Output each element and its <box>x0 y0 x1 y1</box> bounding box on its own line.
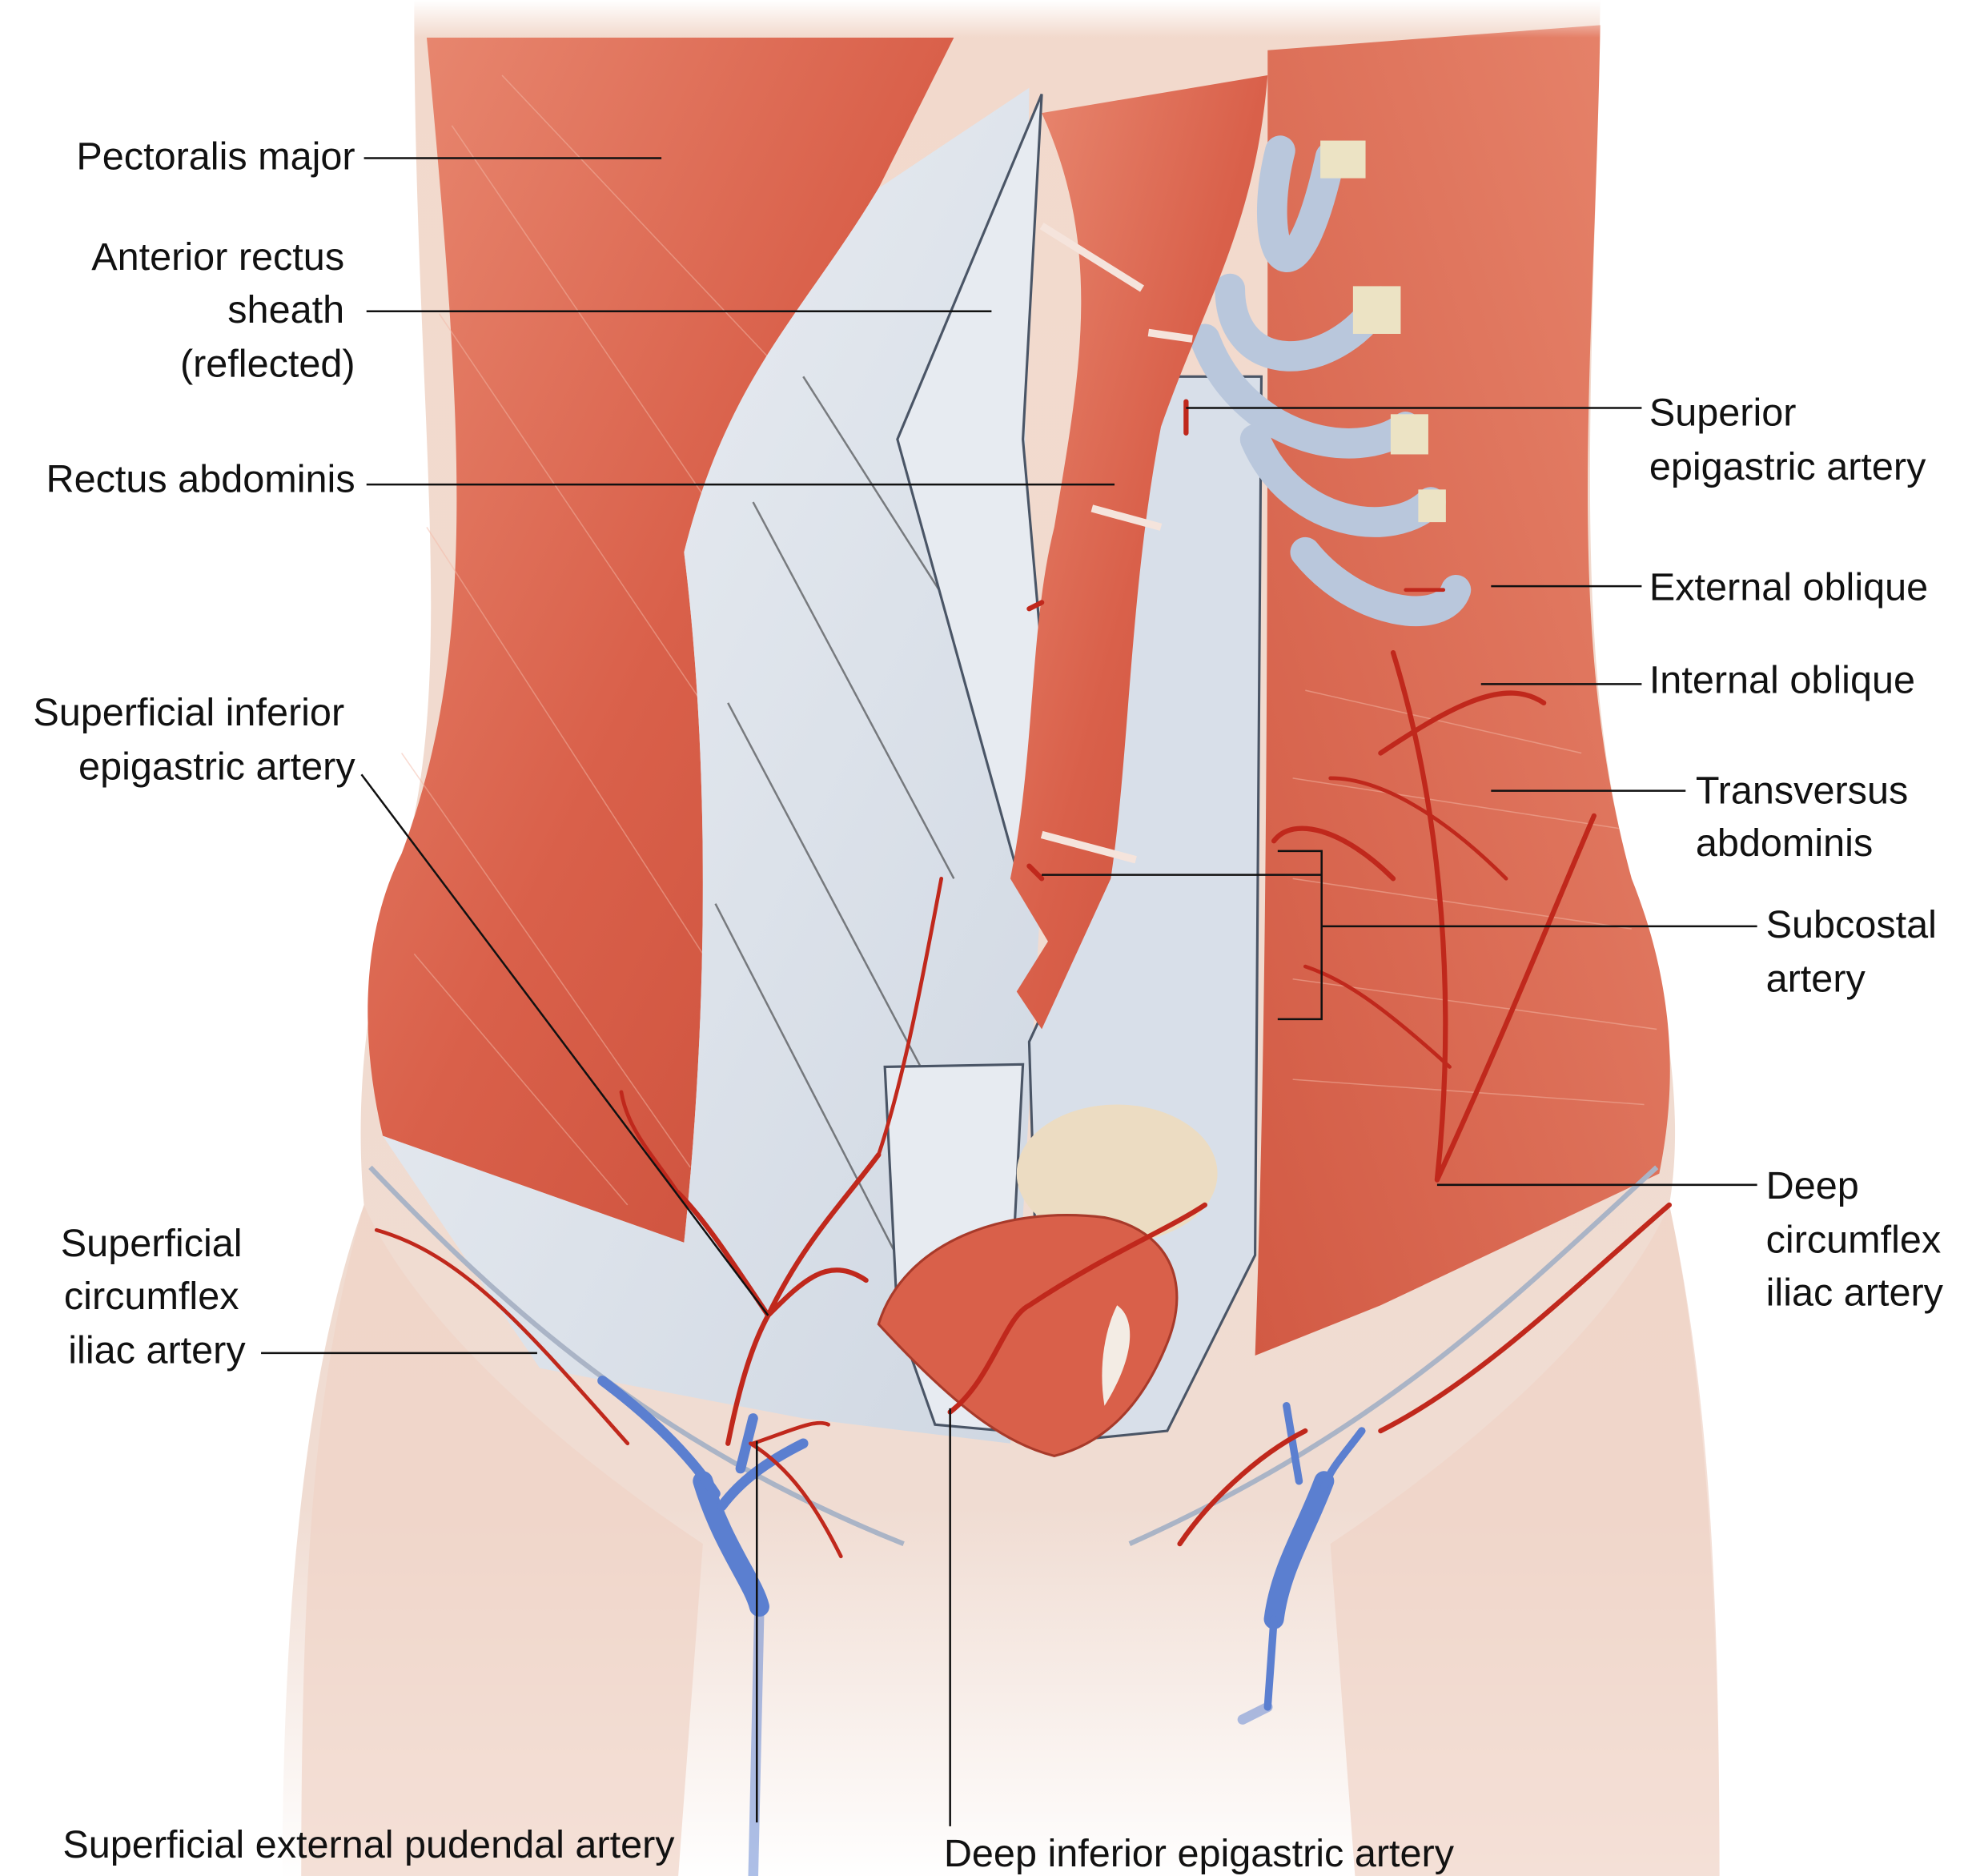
tendinous-intersections <box>1039 223 1193 864</box>
label-rectus-abdominis: Rectus abdominis <box>46 457 355 500</box>
rectus-abdominis-muscle <box>1010 75 1268 1030</box>
left-external-oblique-muscle <box>367 38 954 1243</box>
label-superficial-inferior-epigastric-artery: Superficial inferior epigastric artery <box>33 691 355 788</box>
label-subcostal-artery: Subcostal artery <box>1766 903 1948 1000</box>
label-superior-epigastric-artery: Superior epigastric artery <box>1649 391 1926 488</box>
left-thigh <box>301 1204 703 1876</box>
leader-lines <box>261 157 1757 1826</box>
label-deep-inferior-epigastric-artery: Deep inferior epigastric artery <box>944 1832 1455 1875</box>
label-internal-oblique: Internal oblique <box>1649 658 1915 701</box>
aponeurosis <box>383 87 1042 1444</box>
label-external-oblique: External oblique <box>1649 565 1928 609</box>
label-deep-circumflex-iliac-artery: Deep circumflex iliac artery <box>1766 1164 1952 1314</box>
inguinal-ligament <box>368 1165 1659 1547</box>
ribs <box>1190 135 1472 626</box>
label-anterior-rectus-sheath: Anterior rectus sheath (reflected) <box>91 235 355 385</box>
label-superficial-external-pudendal-artery: Superficial external pudendal artery <box>62 1823 675 1866</box>
top-fade <box>376 0 1632 38</box>
right-thigh <box>1330 1204 1720 1876</box>
label-pectoralis-major: Pectoralis major <box>76 135 355 179</box>
arteries <box>374 399 1673 1559</box>
reflected-lower-rectus <box>877 1214 1179 1458</box>
arcuate-region <box>1016 1104 1218 1243</box>
rectus-cut-end <box>1102 1305 1131 1406</box>
label-superficial-circumflex-iliac-artery: Superficial circumflex iliac artery <box>61 1222 253 1372</box>
label-transversus-abdominis: Transversus abdominis <box>1696 769 1919 865</box>
costal-cartilages <box>1320 140 1446 523</box>
right-abdominal-muscles <box>1255 25 1670 1356</box>
